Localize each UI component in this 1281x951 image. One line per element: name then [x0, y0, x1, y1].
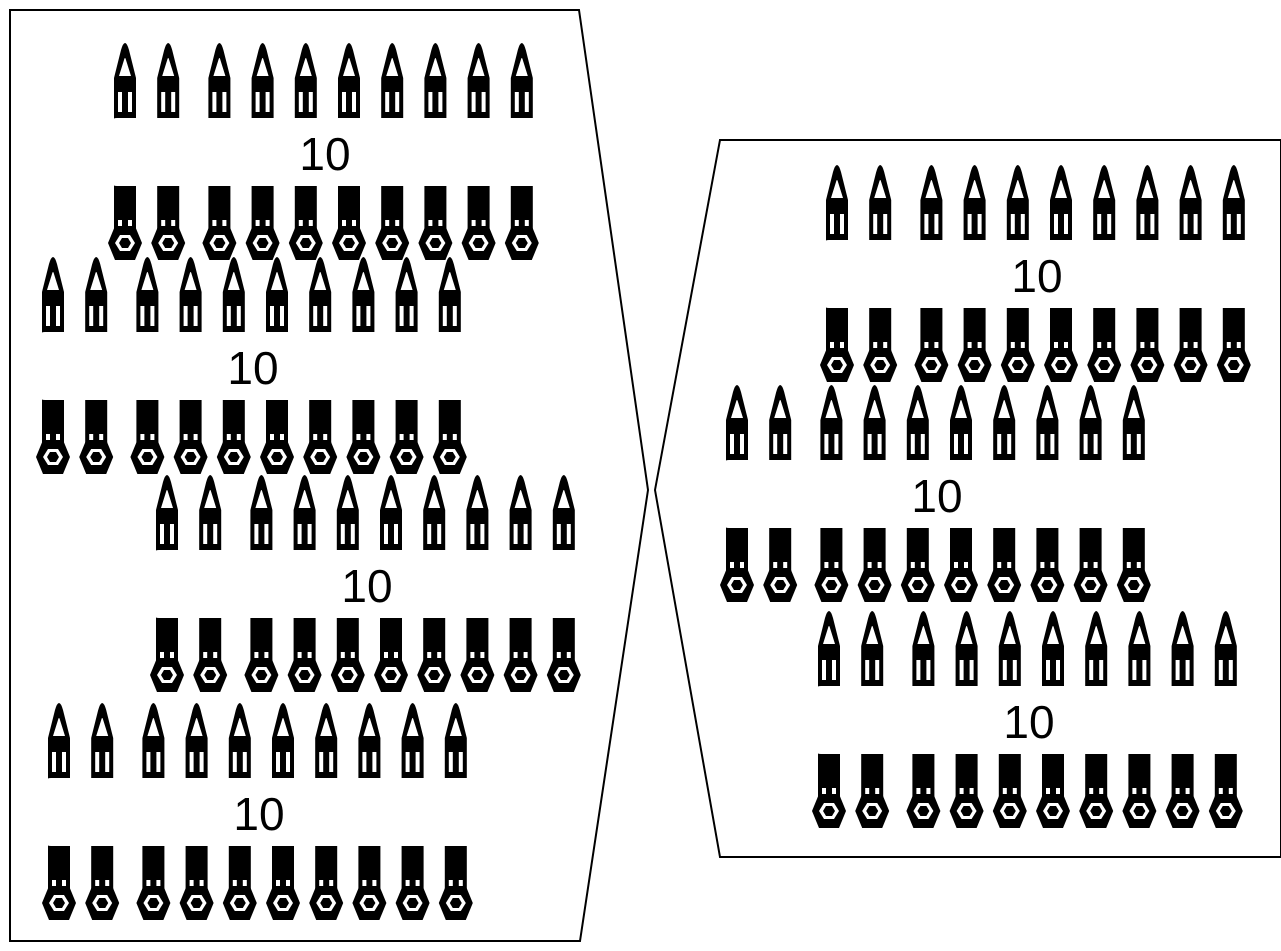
bundle-count-label: 10 — [233, 788, 284, 840]
bundle-count-label: 10 — [911, 470, 962, 522]
bundle-count-label: 10 — [1003, 696, 1054, 748]
pencil-bundle: 10 — [36, 257, 470, 474]
pencil-bundle: 10 — [150, 475, 584, 692]
pencil-bundle: 10 — [820, 165, 1254, 382]
bundle-count-label: 10 — [227, 342, 278, 394]
pencil-bundle: 10 — [42, 703, 476, 920]
bundle-count-label: 10 — [299, 128, 350, 180]
pencil-bundle: 10 — [108, 43, 542, 260]
pencil-bundle: 10 — [812, 611, 1246, 828]
right-panel-bundles: 10 10 10 — [720, 165, 1254, 828]
left-panel-bundles: 10 10 10 10 — [36, 43, 584, 920]
bundle-count-label: 10 — [1011, 250, 1062, 302]
pencil-bundle: 10 — [720, 385, 1154, 602]
bundle-count-label: 10 — [341, 560, 392, 612]
